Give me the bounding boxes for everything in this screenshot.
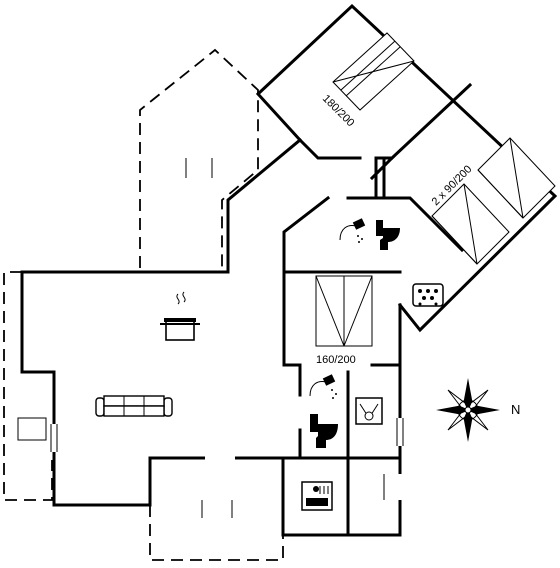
bed-small-label: 160/200 <box>316 354 356 366</box>
interior-walls <box>282 82 473 537</box>
bed-small <box>315 275 373 347</box>
shower-icon <box>309 374 337 399</box>
windows <box>50 158 404 518</box>
sauna-icon <box>301 481 333 511</box>
terrace-outline <box>3 48 284 561</box>
compass-north-label: N <box>511 402 520 417</box>
compass-rose-icon <box>436 378 500 442</box>
toilet-icon <box>310 414 338 448</box>
bed-twin <box>431 137 556 265</box>
hot-tub-icon <box>412 283 444 307</box>
outdoor-table <box>17 417 47 441</box>
toilet-icon <box>376 220 400 250</box>
shower-icon <box>339 218 366 243</box>
bed-master <box>332 32 415 111</box>
stove-pot-icon <box>160 291 200 341</box>
washing-machine-icon <box>355 397 383 425</box>
sofa-icon <box>95 395 173 417</box>
